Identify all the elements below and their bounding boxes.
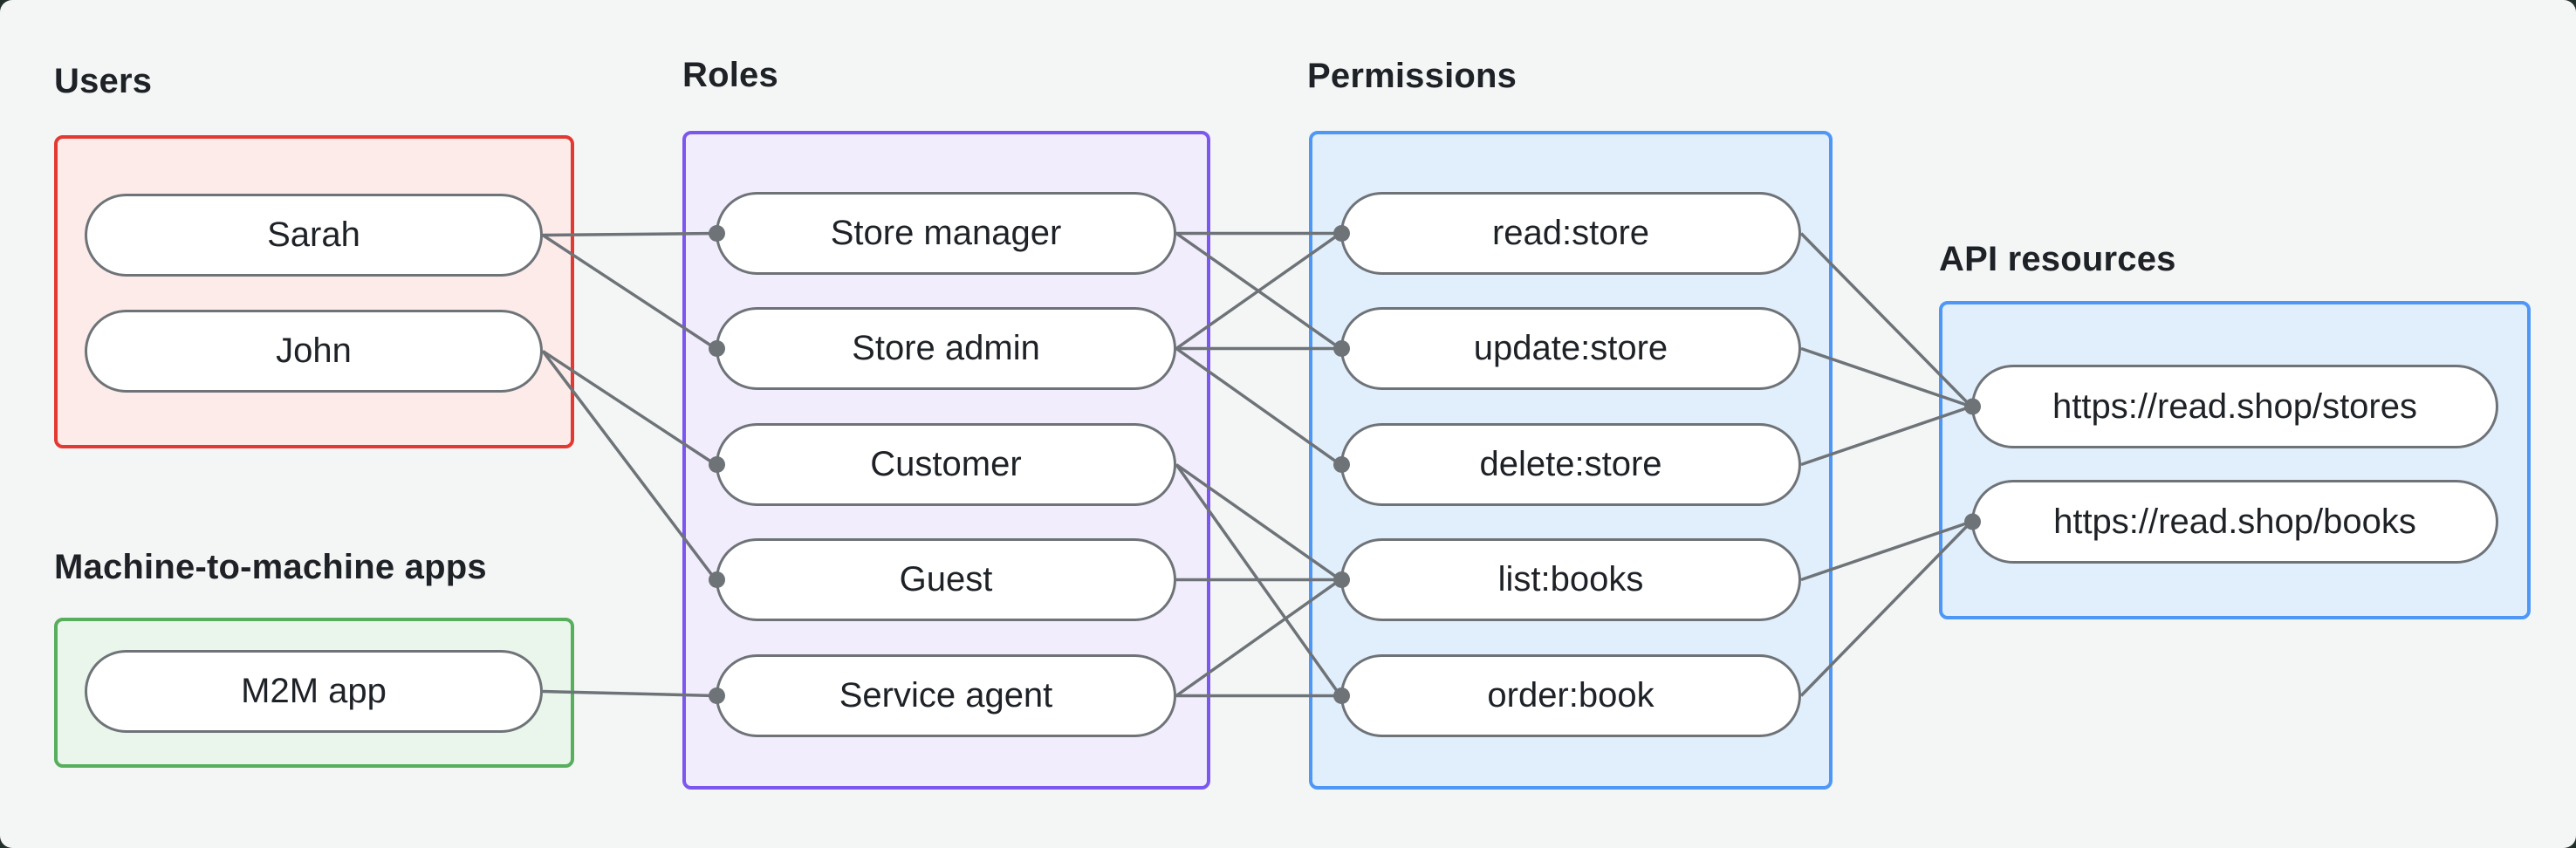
users-label: Users: [54, 62, 153, 100]
node-service-agent: Service agent: [716, 654, 1176, 737]
node-update-store: update:store: [1340, 307, 1801, 390]
node-guest: Guest: [716, 538, 1176, 621]
node-m2m-app: M2M app: [85, 650, 543, 733]
node-api-books: https://read.shop/books: [1971, 480, 2498, 564]
node-customer: Customer: [716, 423, 1176, 506]
users-group-box: [54, 135, 574, 448]
node-api-stores: https://read.shop/stores: [1971, 365, 2498, 448]
node-store-admin: Store admin: [716, 307, 1176, 390]
api-resources-label: API resources: [1939, 240, 2176, 278]
m2m-apps-label: Machine-to-machine apps: [54, 548, 487, 586]
node-store-manager: Store manager: [716, 192, 1176, 275]
api-group-box: [1939, 301, 2531, 619]
node-john: John: [85, 310, 543, 393]
node-list-books: list:books: [1340, 538, 1801, 621]
node-delete-store: delete:store: [1340, 423, 1801, 506]
roles-label: Roles: [682, 56, 778, 94]
node-read-store: read:store: [1340, 192, 1801, 275]
node-sarah: Sarah: [85, 194, 543, 277]
permissions-label: Permissions: [1307, 57, 1518, 95]
node-order-book: order:book: [1340, 654, 1801, 737]
